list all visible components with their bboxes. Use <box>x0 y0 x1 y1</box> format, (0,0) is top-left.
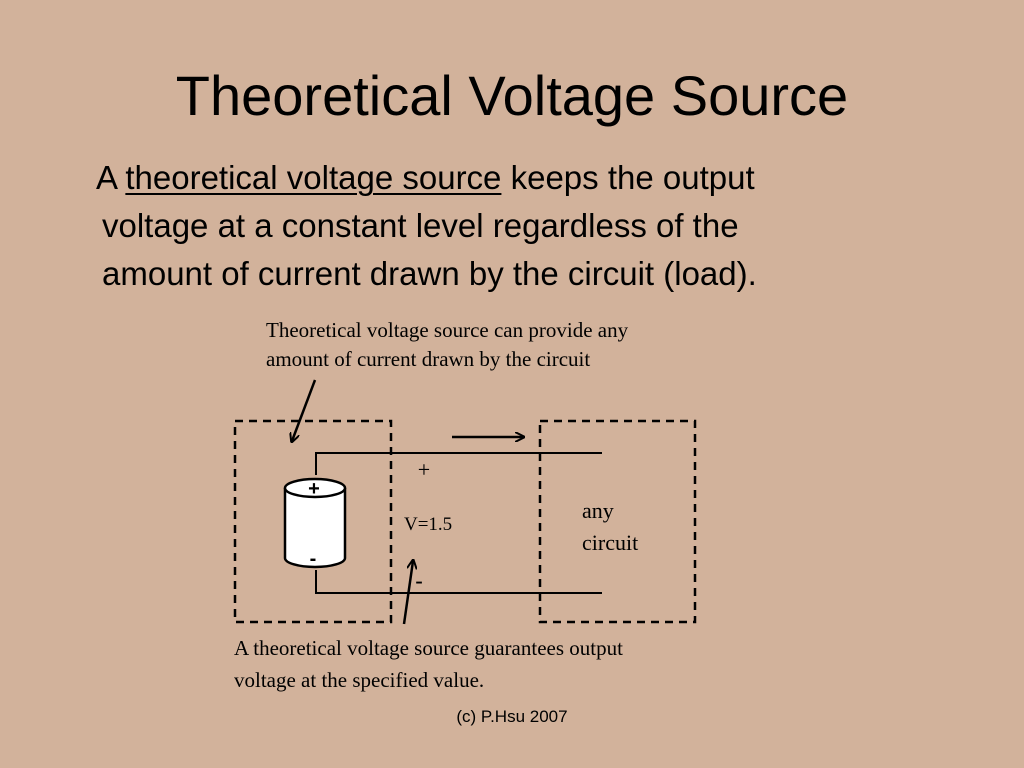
slide-title: Theoretical Voltage Source <box>175 64 849 127</box>
paragraph-suffix: keeps the output <box>501 159 755 196</box>
load-label-line-1: any <box>582 498 614 523</box>
output-minus-label: - <box>415 568 422 593</box>
battery-plus-label: + <box>308 478 320 500</box>
bottom-annotation-line-1: A theoretical voltage source guarantees … <box>234 636 623 660</box>
output-plus-label: + <box>418 457 430 482</box>
bottom-annotation-arrow <box>402 561 413 625</box>
voltage-label: V=1.5 <box>404 514 452 535</box>
bottom-wire <box>315 570 602 594</box>
paragraph-line-3: amount of current drawn by the circuit (… <box>102 255 757 292</box>
copyright-footer: (c) P.Hsu 2007 <box>456 707 568 726</box>
source-dashed-box <box>233 419 393 624</box>
paragraph-line-2: voltage at a constant level regardless o… <box>102 207 739 244</box>
defined-term: theoretical voltage source <box>125 159 502 196</box>
paragraph-line-1: A theoretical voltage source keeps the o… <box>96 154 926 202</box>
paragraph-prefix: A <box>96 159 126 196</box>
bottom-annotation-line-2: voltage at the specified value. <box>234 668 485 692</box>
top-annotation-line-2: amount of current drawn by the circuit <box>266 347 591 371</box>
definition-paragraph: A theoretical voltage source keeps the o… <box>96 154 926 298</box>
load-dashed-box <box>538 419 697 624</box>
battery-minus-label: - <box>310 548 317 570</box>
top-wire <box>315 452 602 475</box>
top-annotation-line-1: Theoretical voltage source can provide a… <box>266 318 629 342</box>
load-label-line-2: circuit <box>582 530 638 555</box>
battery-icon <box>283 477 347 569</box>
top-annotation-arrow <box>292 379 317 441</box>
